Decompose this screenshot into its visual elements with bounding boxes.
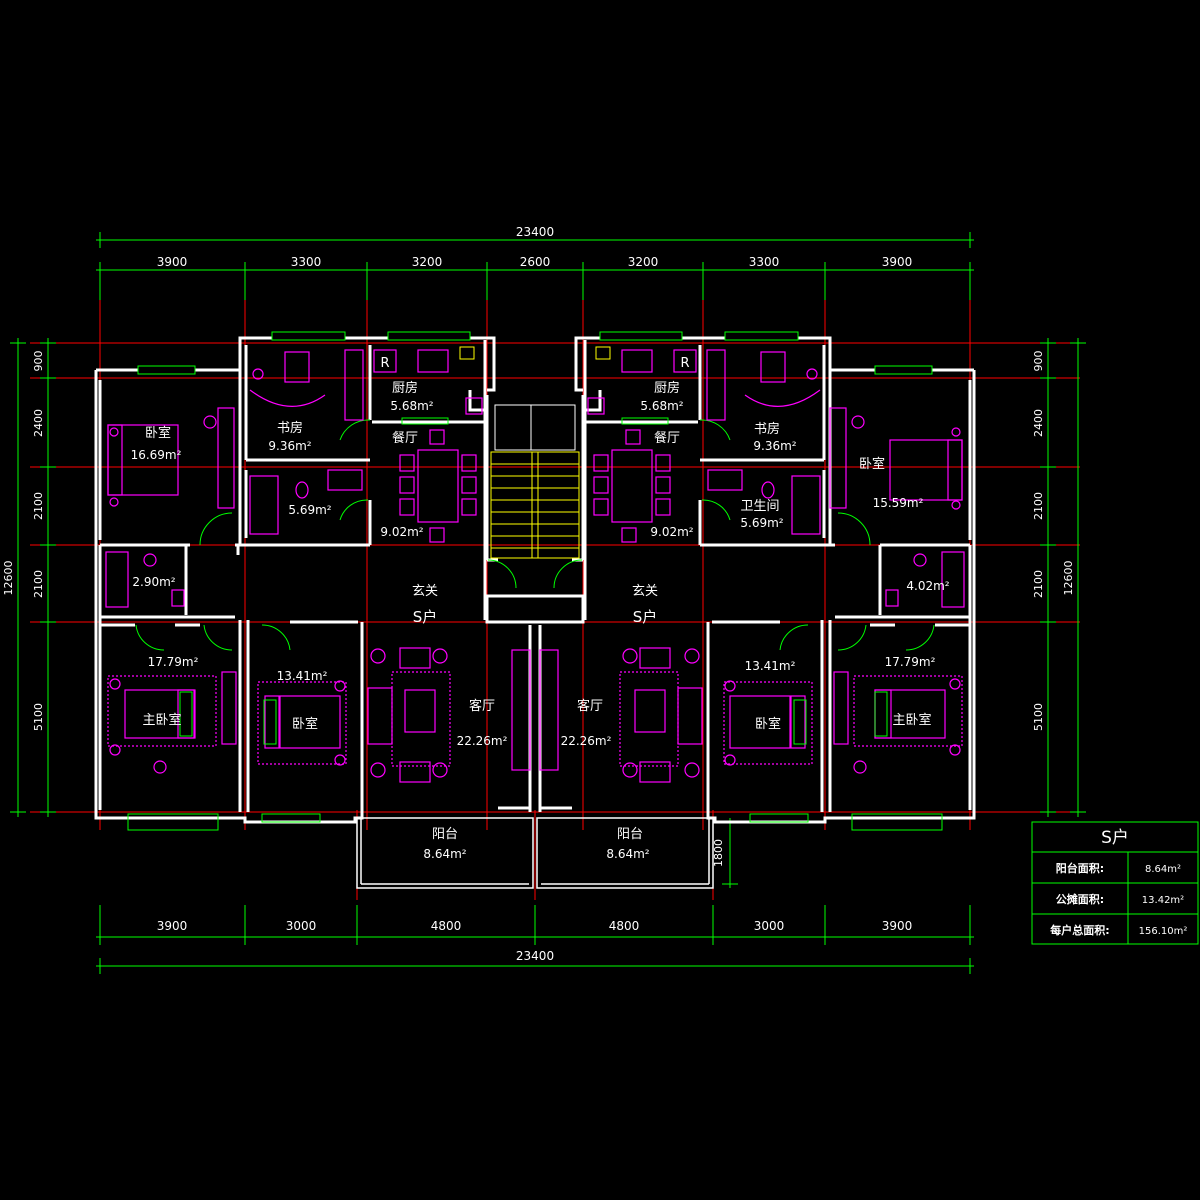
l-dining-area: 9.02m² [380, 525, 423, 539]
l-bath-area: 5.69m² [288, 503, 331, 517]
r-bedroom-bottom-area: 13.41m² [745, 659, 796, 673]
r-balcony-area: 8.64m² [606, 847, 649, 861]
l-balcony-name: 阳台 [432, 827, 458, 842]
l-foyer-unit: S户 [413, 608, 438, 626]
svg-text:4800: 4800 [609, 919, 640, 933]
l-master-area: 17.79m² [148, 655, 199, 669]
l-living-area: 22.26m² [457, 734, 508, 748]
r-master-area: 17.79m² [885, 655, 936, 669]
svg-text:R: R [680, 356, 689, 371]
l-study-area: 9.36m² [268, 439, 311, 453]
r-balcony-name: 阳台 [617, 827, 643, 842]
r-kitchen-name: 厨房 [654, 380, 680, 396]
staircase [490, 451, 580, 559]
summary-row-value: 156.10m² [1139, 926, 1188, 937]
svg-text:3900: 3900 [157, 919, 188, 933]
r-dining-area: 9.02m² [650, 525, 693, 539]
svg-text:900: 900 [1032, 351, 1045, 372]
svg-text:3900: 3900 [157, 255, 188, 269]
svg-text:2400: 2400 [1032, 409, 1045, 437]
svg-text:3000: 3000 [286, 919, 317, 933]
r-dining-name: 餐厅 [654, 430, 680, 446]
r-foyer-name: 玄关 [632, 584, 658, 599]
svg-text:3300: 3300 [749, 255, 780, 269]
corridor-outline [494, 404, 576, 451]
summary-row-value: 8.64m² [1145, 864, 1181, 875]
dim-bottom-total: 23400 [516, 949, 554, 963]
svg-text:R: R [380, 356, 389, 371]
dimension-texts: 23400 3900 3300 3200 2600 3200 3300 3900… [2, 225, 1075, 963]
l-small-bath-area: 2.90m² [132, 575, 175, 589]
svg-text:2100: 2100 [32, 570, 45, 598]
r-bedroom-top-name: 卧室 [859, 456, 885, 472]
r-bedroom-bottom-name: 卧室 [755, 716, 781, 732]
accent-items [179, 691, 888, 745]
r-bath-area: 5.69m² [740, 516, 783, 530]
svg-text:12600: 12600 [1062, 561, 1075, 596]
l-living-name: 客厅 [469, 698, 495, 714]
r-foyer-unit: S户 [633, 608, 658, 626]
svg-text:2600: 2600 [520, 255, 551, 269]
r-small-bath-area: 4.02m² [906, 579, 949, 593]
summary-row-value: 13.42m² [1142, 895, 1184, 906]
svg-text:3200: 3200 [412, 255, 443, 269]
l-study-name: 书房 [277, 420, 303, 436]
fixtures [459, 346, 611, 360]
l-kitchen-area: 5.68m² [390, 399, 433, 413]
l-bedroom-top-area: 16.69m² [131, 448, 182, 462]
svg-text:3000: 3000 [754, 919, 785, 933]
balconies [356, 817, 714, 889]
l-bedroom-top-name: 卧室 [145, 425, 171, 441]
r-study-area: 9.36m² [753, 439, 796, 453]
doors [135, 419, 935, 651]
r-master-name: 主卧室 [892, 712, 931, 728]
dim-top-total: 23400 [516, 225, 554, 239]
r-living-name: 客厅 [577, 698, 603, 714]
l-kitchen-name: 厨房 [392, 380, 418, 396]
svg-text:3300: 3300 [291, 255, 322, 269]
r-bath-name: 卫生间 [740, 499, 779, 514]
r-bedroom-top-area: 15.59m² [873, 496, 924, 510]
svg-text:3900: 3900 [882, 919, 913, 933]
svg-text:2100: 2100 [1032, 492, 1045, 520]
r-kitchen-area: 5.68m² [640, 399, 683, 413]
svg-text:2400: 2400 [32, 409, 45, 437]
r-study-name: 书房 [754, 421, 780, 437]
svg-text:12600: 12600 [2, 561, 15, 596]
walls [94, 336, 976, 824]
windows [127, 331, 943, 831]
svg-text:1800: 1800 [712, 839, 725, 867]
l-balcony-area: 8.64m² [423, 847, 466, 861]
l-bedroom-bottom-name: 卧室 [292, 716, 318, 732]
fridge-marks: R R [380, 356, 689, 371]
furniture [105, 349, 965, 783]
svg-text:4800: 4800 [431, 919, 462, 933]
summary-title: S户 [1101, 828, 1129, 848]
summary-row-label: 阳台面积: [1056, 861, 1104, 875]
summary-row-label: 公摊面积: [1056, 892, 1104, 906]
svg-text:2100: 2100 [1032, 570, 1045, 598]
svg-text:2100: 2100 [32, 492, 45, 520]
l-master-name: 主卧室 [142, 712, 181, 728]
svg-text:5100: 5100 [32, 703, 45, 731]
r-living-area: 22.26m² [561, 734, 612, 748]
l-bedroom-bottom-area: 13.41m² [277, 669, 328, 683]
svg-text:5100: 5100 [1032, 703, 1045, 731]
summary-table: S户 阳台面积: 8.64m² 公摊面积: 13.42m² 每户总面积: 156… [1031, 821, 1199, 945]
svg-text:3200: 3200 [628, 255, 659, 269]
l-foyer-name: 玄关 [412, 584, 438, 599]
svg-text:900: 900 [32, 351, 45, 372]
svg-text:3900: 3900 [882, 255, 913, 269]
summary-row-label: 每户总面积: [1050, 923, 1109, 937]
room-labels: 卧室 16.69m² 书房 9.36m² 厨房 5.68m² 餐厅 9.02m²… [131, 380, 950, 861]
l-dining-name: 餐厅 [392, 430, 418, 446]
dimension-lines [10, 232, 1086, 974]
